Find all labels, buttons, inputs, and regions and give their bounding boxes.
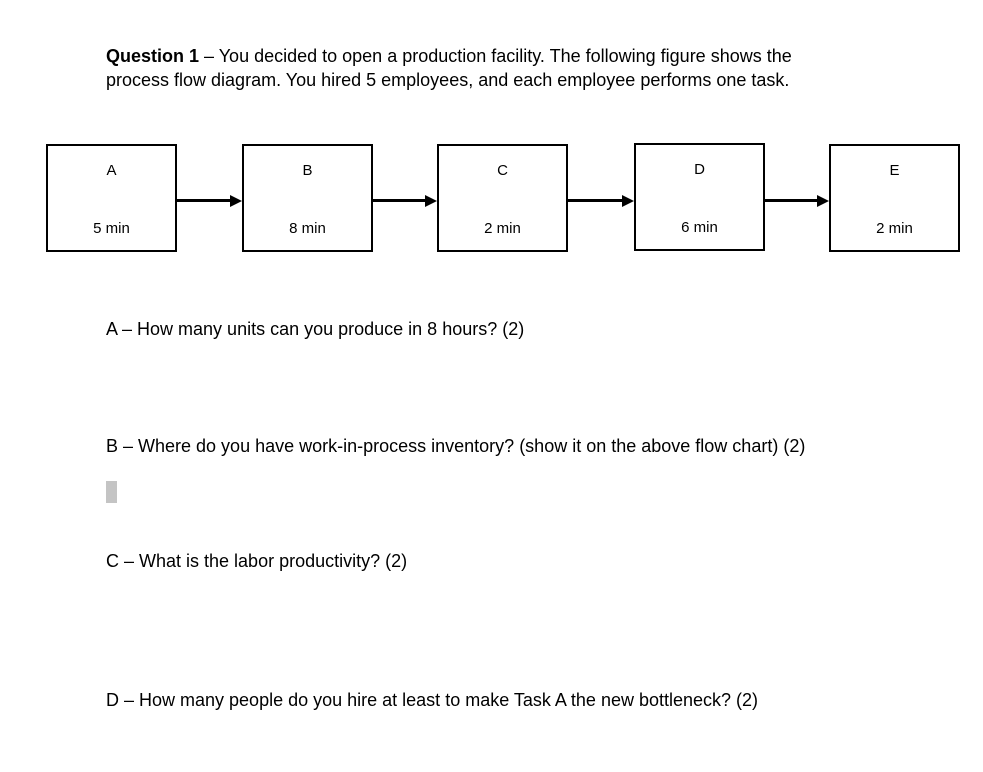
task-box-e: E 2 min (829, 144, 960, 252)
question-d: D – How many people do you hire at least… (106, 690, 759, 710)
arrow-line (765, 199, 817, 202)
question-number: Question 1 (106, 46, 200, 66)
arrow-head-icon (425, 194, 437, 207)
question-a: A – How many units can you produce in 8 … (106, 319, 525, 339)
arrow-head-icon (817, 194, 829, 207)
arrow-line (373, 199, 425, 202)
task-box-c: C 2 min (437, 144, 568, 252)
question-intro-line2: process flow diagram. You hired 5 employ… (106, 70, 790, 90)
task-time-a: 5 min (93, 220, 130, 237)
text-cursor-selection[interactable] (106, 481, 117, 503)
task-time-c: 2 min (484, 220, 521, 237)
question-intro-line1: – You decided to open a production facil… (199, 46, 792, 66)
task-label-c: C (497, 162, 508, 179)
arrow-head-icon (622, 194, 634, 207)
question-c: C – What is the labor productivity? (2) (106, 551, 408, 571)
task-box-a: A 5 min (46, 144, 177, 252)
arrow-line (568, 199, 622, 202)
task-label-a: A (106, 162, 117, 179)
task-box-b: B 8 min (242, 144, 373, 252)
question-b: B – Where do you have work-in-process in… (106, 436, 806, 456)
question-header: Question 1 – You decided to open a produ… (106, 44, 936, 92)
flow-arrow-3 (568, 194, 634, 207)
question-header-line1: Question 1 – You decided to open a produ… (106, 44, 936, 68)
task-time-e: 2 min (876, 220, 913, 237)
task-time-d: 6 min (681, 219, 718, 236)
flow-arrow-1 (177, 194, 242, 207)
task-box-d: D 6 min (634, 143, 765, 251)
task-time-b: 8 min (289, 220, 326, 237)
task-label-b: B (302, 162, 313, 179)
arrow-line (177, 199, 230, 202)
flow-arrow-4 (765, 194, 829, 207)
arrow-head-icon (230, 194, 242, 207)
task-label-d: D (694, 161, 705, 178)
flow-arrow-2 (373, 194, 437, 207)
task-label-e: E (889, 162, 900, 179)
